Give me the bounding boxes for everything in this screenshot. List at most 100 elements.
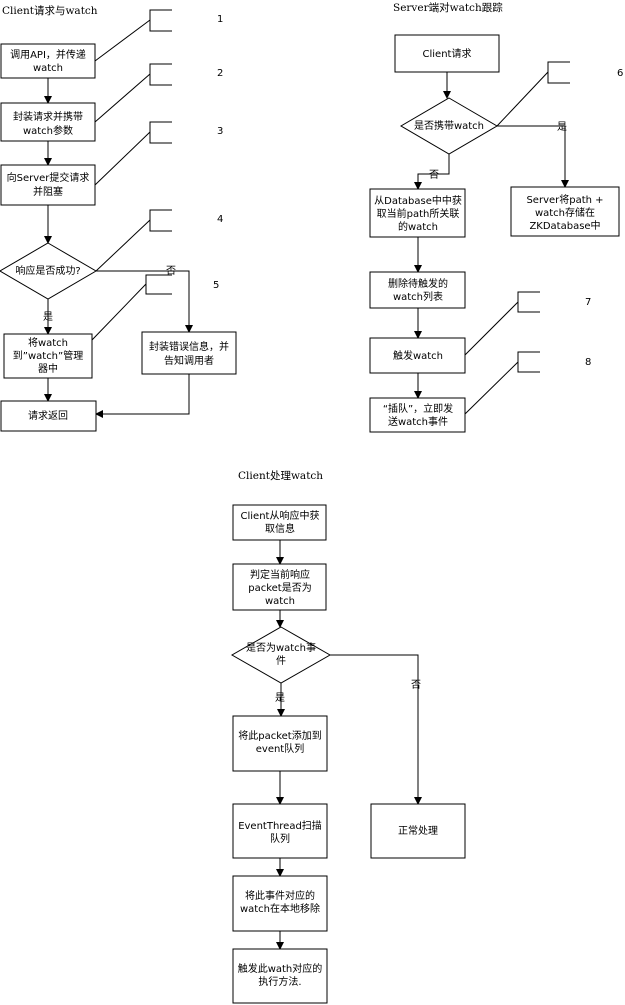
server-yes-label: 是 (557, 121, 567, 133)
error-box (141, 331, 237, 375)
server-no-label: 否 (429, 169, 439, 181)
delete-watch-box (369, 271, 466, 309)
callout-bracket-3 (149, 121, 172, 144)
handle-yes-label: 是 (275, 692, 285, 704)
register-line-1: 将watch (28, 337, 68, 349)
queue-line-2: 送watch事件 (388, 415, 448, 428)
arrow-decision-no (96, 270, 193, 333)
trigger-watch-box (369, 337, 466, 374)
callout-line-1 (94, 19, 151, 62)
request-return-box (0, 400, 97, 432)
callout-number-4: 4 (217, 214, 223, 225)
callout-bracket-4 (149, 209, 172, 232)
carry-watch-label: 是否携带watch (414, 119, 484, 132)
encapsulate-line-1: 封装请求并携带 (13, 110, 83, 123)
get-info-box (232, 504, 327, 541)
eventthread-scan-box (232, 803, 328, 859)
client-request-box (394, 34, 500, 73)
scan-line-2: 队列 (270, 832, 290, 845)
delete-line-2: watch列表 (393, 290, 443, 303)
execute-line-1: 触发此wath对应的 (238, 962, 323, 975)
callout-bracket-1 (149, 9, 172, 32)
error-line-1: 封装错误信息，并 (149, 340, 229, 353)
judge-line-3: watch (265, 596, 295, 607)
callout-number-7: 7 (585, 297, 591, 308)
add-queue-line-2: event队列 (256, 742, 304, 755)
submit-line-2: 并阻塞 (33, 185, 63, 198)
callout-line-5 (91, 283, 147, 341)
submit-box (0, 164, 96, 206)
call-api-box (0, 43, 96, 79)
error-line-2: 告知调用者 (164, 354, 214, 367)
normal-handling-box (370, 803, 466, 859)
callouts-client: 1 2 3 4 5 (91, 9, 223, 341)
remove-line-1: 将此事件对应的 (245, 889, 315, 902)
callout-line-2 (94, 73, 151, 123)
callout-bracket-5 (145, 274, 172, 295)
callout-line-3 (94, 131, 151, 186)
callout-line-4 (95, 219, 151, 272)
store-line-2: watch存储在 (535, 206, 595, 219)
trigger-watch-label: 触发watch (393, 349, 443, 362)
queue-line-1: “插队”，立即发 (383, 402, 453, 415)
fetch-line-3: 的watch (398, 220, 438, 233)
callout-number-5: 5 (213, 280, 219, 291)
is-watch-event-diamond (230, 626, 332, 684)
title-server-tracking: Server端对watch跟踪 (393, 1, 503, 14)
store-zkdatabase-box (510, 186, 620, 237)
arrow-error-to-return (95, 374, 190, 418)
callout-line-7 (464, 301, 519, 356)
execute-line-2: 执行方法. (258, 975, 301, 988)
arrow-carry-no (414, 154, 450, 190)
callout-number-2: 2 (217, 68, 223, 79)
jump-queue-box (369, 397, 466, 433)
encapsulate-box (0, 102, 96, 142)
callout-bracket-6 (547, 61, 570, 84)
title-client-handle: Client处理watch (238, 470, 323, 482)
arrow-carry-yes (497, 125, 569, 188)
add-queue-line-1: 将此packet添加到 (238, 729, 321, 742)
execute-method-box (232, 948, 328, 1004)
callout-number-6: 6 (617, 68, 623, 79)
judge-line-2: packet是否为 (248, 582, 311, 594)
normal-handling-label: 正常处理 (398, 824, 438, 837)
response-success-label: 响应是否成功? (15, 264, 80, 277)
get-info-line-2: 取信息 (265, 522, 295, 535)
is-watch-line-1: 是否为watch事 (246, 641, 316, 654)
handle-no-label: 否 (411, 679, 421, 691)
store-line-1: Server将path + (526, 194, 603, 206)
client-request-flow: 调用API，并传递 watch 封装请求并携带 watch参数 向Server提… (0, 9, 237, 432)
fetch-watch-box (369, 188, 466, 238)
scan-line-1: EventThread扫描 (238, 819, 322, 832)
register-line-3: 器中 (38, 362, 58, 375)
encapsulate-line-2: watch参数 (23, 124, 73, 137)
get-info-line-1: Client从响应中获 (241, 509, 320, 522)
call-api-line-2: watch (33, 63, 63, 74)
remove-line-2: watch在本地移除 (240, 902, 320, 915)
callout-number-8: 8 (585, 357, 591, 368)
client-no-label: 否 (166, 265, 176, 277)
store-line-3: ZKDatabase中 (529, 219, 600, 232)
title-client-request: Client请求与watch (2, 4, 98, 17)
callout-bracket-7 (517, 291, 540, 313)
delete-line-1: 删除待触发的 (388, 277, 448, 290)
callout-line-6 (496, 71, 549, 127)
submit-line-1: 向Server提交请求 (7, 171, 90, 184)
callout-bracket-2 (149, 63, 172, 86)
fetch-line-2: 取当前path所关联 (377, 207, 460, 220)
request-return-label: 请求返回 (28, 409, 68, 422)
client-yes-label: 是 (43, 311, 53, 323)
client-request-label: Client请求 (423, 47, 472, 60)
server-tracking-flow: Client请求 是否携带watch 是 否 Server将path + wat… (369, 34, 623, 433)
register-line-2: 到”watch”管理 (13, 349, 83, 362)
call-api-line-1: 调用API，并传递 (10, 48, 86, 61)
remove-watch-box (232, 875, 328, 932)
arrow-event-no (330, 654, 422, 805)
is-watch-line-2: 件 (276, 655, 286, 667)
callout-bracket-8 (517, 351, 540, 373)
judge-packet-box (232, 563, 327, 611)
callout-number-3: 3 (217, 126, 223, 137)
callout-line-8 (464, 361, 519, 415)
client-handle-flow: Client从响应中获 取信息 判定当前响应 packet是否为 watch 是… (230, 504, 466, 1004)
